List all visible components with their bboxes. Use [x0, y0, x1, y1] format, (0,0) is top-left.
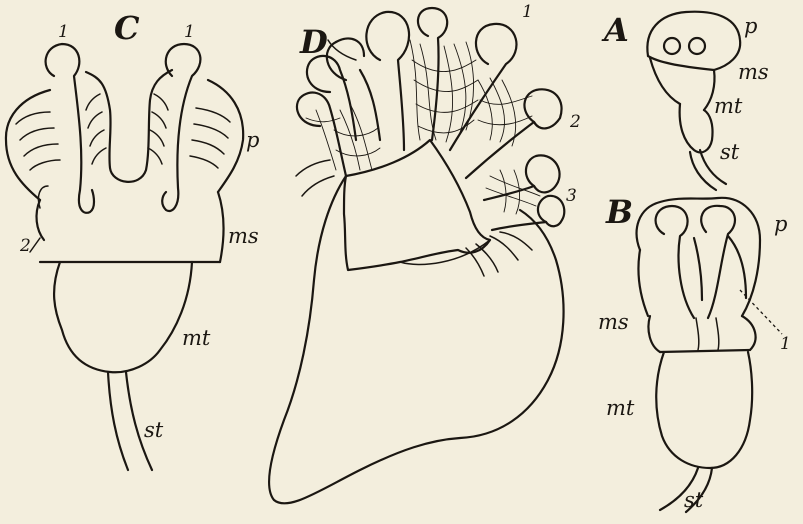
figure-b-label-st: st	[684, 490, 703, 511]
figure-d-label-2: 2	[570, 114, 581, 131]
figure-d-drawing	[269, 8, 564, 503]
figure-c-label-ms: ms	[228, 226, 259, 247]
figure-b-label-ms: ms	[598, 312, 629, 333]
figure-a-label-mt: mt	[714, 96, 742, 117]
figure-c-letter: C	[114, 12, 139, 44]
figure-a-label-st: st	[720, 142, 739, 163]
figure-c-label-st: st	[144, 420, 163, 441]
figure-c-label-1-right: 1	[184, 24, 195, 41]
figure-c-drawing	[6, 44, 243, 470]
figure-b-label-1: 1	[780, 336, 791, 353]
figure-d-letter: D	[300, 26, 328, 58]
figure-d-label-1: 1	[522, 4, 533, 21]
figure-a-label-p: p	[744, 16, 757, 37]
figure-c-label-1-left: 1	[58, 24, 69, 41]
figure-c-label-p: p	[246, 130, 259, 151]
figure-a-label-ms: ms	[738, 62, 769, 83]
figure-b-label-mt: mt	[606, 398, 634, 419]
figure-b-label-p: p	[774, 214, 787, 235]
figure-c-label-2: 2	[20, 238, 31, 255]
figure-b-letter: B	[606, 196, 633, 228]
figure-d-label-3: 3	[566, 188, 577, 205]
figure-b-drawing	[637, 198, 782, 512]
figure-c-label-mt: mt	[182, 328, 210, 349]
figure-a-letter: A	[604, 14, 629, 46]
